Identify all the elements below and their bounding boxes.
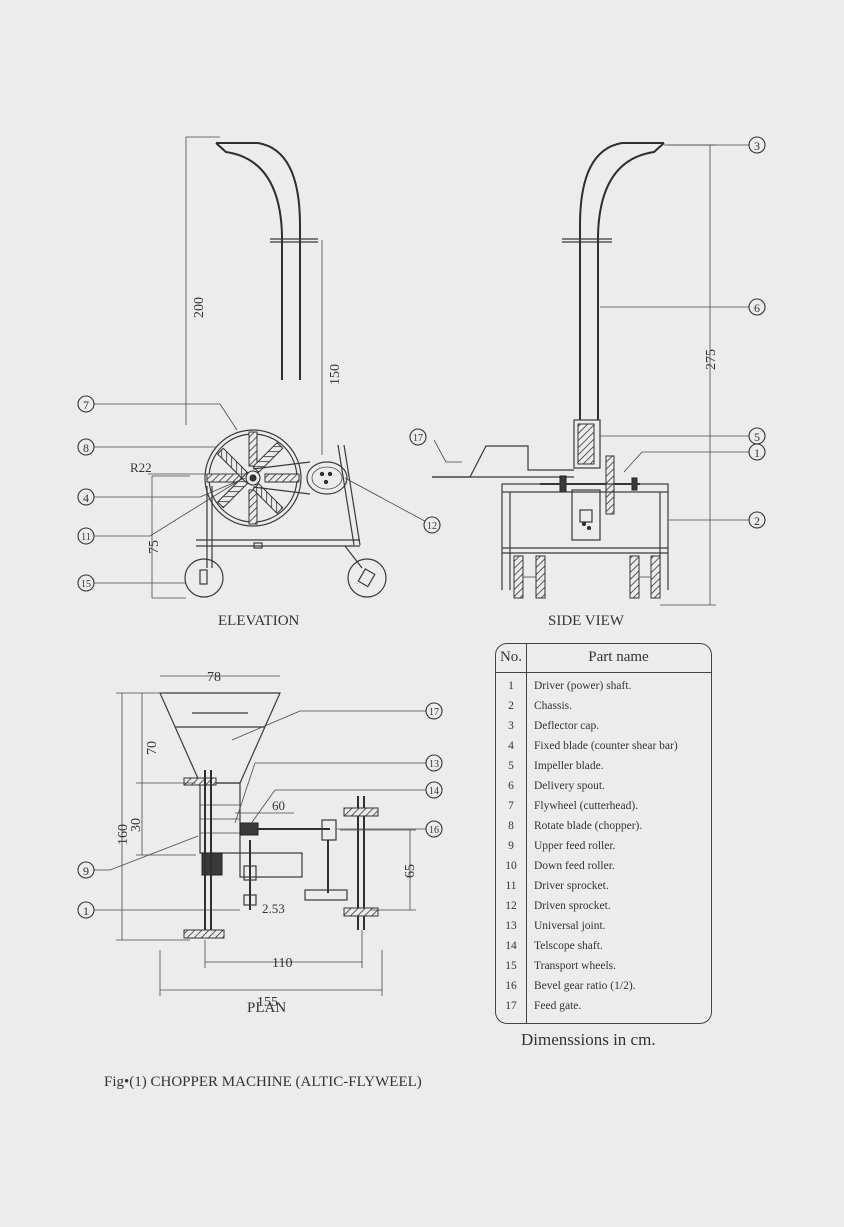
table-row: 10 Down feed roller. <box>496 860 711 879</box>
table-row: 2 Chassis. <box>496 700 711 719</box>
row-part: Bevel gear ratio (1/2). <box>534 980 636 992</box>
callout-8: 8 <box>83 441 89 455</box>
callout-13: 13 <box>429 759 439 770</box>
plan-view <box>116 675 416 996</box>
table-row: 6 Delivery spout. <box>496 780 711 799</box>
callout-2: 2 <box>754 514 760 528</box>
elevation-title: ELEVATION <box>218 613 300 629</box>
row-no: 10 <box>505 860 517 872</box>
column-divider <box>526 644 527 1023</box>
parts-table-header: No. Part name <box>496 644 711 673</box>
dim-160: 160 <box>116 824 131 845</box>
row-part: Upper feed roller. <box>534 840 616 852</box>
row-no: 1 <box>508 680 514 692</box>
dim-200: 200 <box>192 297 207 318</box>
callout-11: 11 <box>81 532 91 543</box>
row-part: Fixed blade (counter shear bar) <box>534 740 678 752</box>
header-part-name: Part name <box>588 649 649 665</box>
table-row: 3 Deflector cap. <box>496 720 711 739</box>
side-view <box>432 142 716 606</box>
dim-30: 30 <box>129 818 144 832</box>
callout-16: 16 <box>429 825 439 836</box>
callout-6: 6 <box>754 301 760 315</box>
row-no: 13 <box>505 920 517 932</box>
row-no: 15 <box>505 960 517 972</box>
parts-table: No. Part name 1 Driver (power) shaft. 2 Ch… <box>495 643 712 1024</box>
dim-110: 110 <box>272 956 292 971</box>
row-part: Transport wheels. <box>534 960 616 972</box>
row-no: 2 <box>508 700 514 712</box>
row-part: Telscope shaft. <box>534 940 603 952</box>
header-no: No. <box>499 649 523 665</box>
dim-65: 65 <box>403 864 418 878</box>
row-part: Deflector cap. <box>534 720 600 732</box>
row-part: Driver sprocket. <box>534 880 609 892</box>
dim-78: 78 <box>207 670 221 685</box>
table-row: 13 Universal joint. <box>496 920 711 939</box>
row-no: 5 <box>508 760 514 772</box>
table-row: 9 Upper feed roller. <box>496 840 711 859</box>
callout-12: 12 <box>427 521 437 532</box>
row-no: 6 <box>508 780 514 792</box>
units-note: Dimenssions in cm. <box>521 1030 656 1049</box>
dim-60: 60 <box>272 798 285 813</box>
row-no: 4 <box>508 740 514 752</box>
dim-2-53: 2.53 <box>262 901 285 916</box>
plan-title: PLAN <box>247 1000 287 1016</box>
flywheel-blades <box>206 431 300 525</box>
callout-14: 14 <box>429 786 439 797</box>
table-row: 7 Flywheel (cutterhead). <box>496 800 711 819</box>
table-row: 17 Feed gate. <box>496 1000 711 1019</box>
callout-3: 3 <box>754 139 760 153</box>
row-part: Rotate blade (chopper). <box>534 820 643 832</box>
row-part: Driver (power) shaft. <box>534 680 632 692</box>
figure-caption: Fig•(1) CHOPPER MACHINE (ALTIC-FLYWEEL) <box>104 1074 422 1090</box>
row-no: 14 <box>505 940 517 952</box>
row-part: Down feed roller. <box>534 860 615 872</box>
row-part: Delivery spout. <box>534 780 605 792</box>
row-part: Feed gate. <box>534 1000 582 1012</box>
row-part: Universal joint. <box>534 920 606 932</box>
callout-1-plan: 1 <box>83 904 89 918</box>
row-no: 16 <box>505 980 517 992</box>
row-no: 17 <box>505 1000 517 1012</box>
row-no: 11 <box>505 880 517 892</box>
dim-275: 275 <box>704 349 719 370</box>
callout-15: 15 <box>81 579 91 590</box>
callout-1-side: 1 <box>754 446 760 460</box>
row-no: 7 <box>508 800 514 812</box>
side-view-title: SIDE VIEW <box>548 613 624 629</box>
row-part: Chassis. <box>534 700 573 712</box>
table-row: 15 Transport wheels. <box>496 960 711 979</box>
elevation-view <box>148 136 387 599</box>
dim-150: 150 <box>328 364 343 385</box>
callout-5: 5 <box>754 430 760 444</box>
table-row: 1 Driver (power) shaft. <box>496 680 711 699</box>
row-no: 12 <box>505 900 517 912</box>
table-row: 11 Driver sprocket. <box>496 880 711 899</box>
dim-r22: R22 <box>130 460 152 475</box>
table-row: 14 Telscope shaft. <box>496 940 711 959</box>
table-row: 8 Rotate blade (chopper). <box>496 820 711 839</box>
callout-4: 4 <box>83 491 89 505</box>
row-part: Impeller blade. <box>534 760 604 772</box>
dim-70: 70 <box>145 741 160 755</box>
table-row: 16 Bevel gear ratio (1/2). <box>496 980 711 999</box>
row-part: Driven sprocket. <box>534 900 611 912</box>
table-row: 12 Driven sprocket. <box>496 900 711 919</box>
table-row: 5 Impeller blade. <box>496 760 711 779</box>
row-no: 8 <box>508 820 514 832</box>
dim-75: 75 <box>147 540 162 554</box>
dim-155: 155 <box>257 995 278 1010</box>
row-no: 9 <box>508 840 514 852</box>
callout-9: 9 <box>83 864 89 878</box>
row-no: 3 <box>508 720 514 732</box>
callout-7: 7 <box>83 398 89 412</box>
callout-17-side: 17 <box>413 433 423 444</box>
callouts: 7 8 4 11 15 12 17 3 6 5 1 2 17 13 14 16 … <box>77 136 766 919</box>
callout-17-plan: 17 <box>429 707 439 718</box>
row-part: Flywheel (cutterhead). <box>534 800 639 812</box>
table-row: 4 Fixed blade (counter shear bar) <box>496 740 711 759</box>
